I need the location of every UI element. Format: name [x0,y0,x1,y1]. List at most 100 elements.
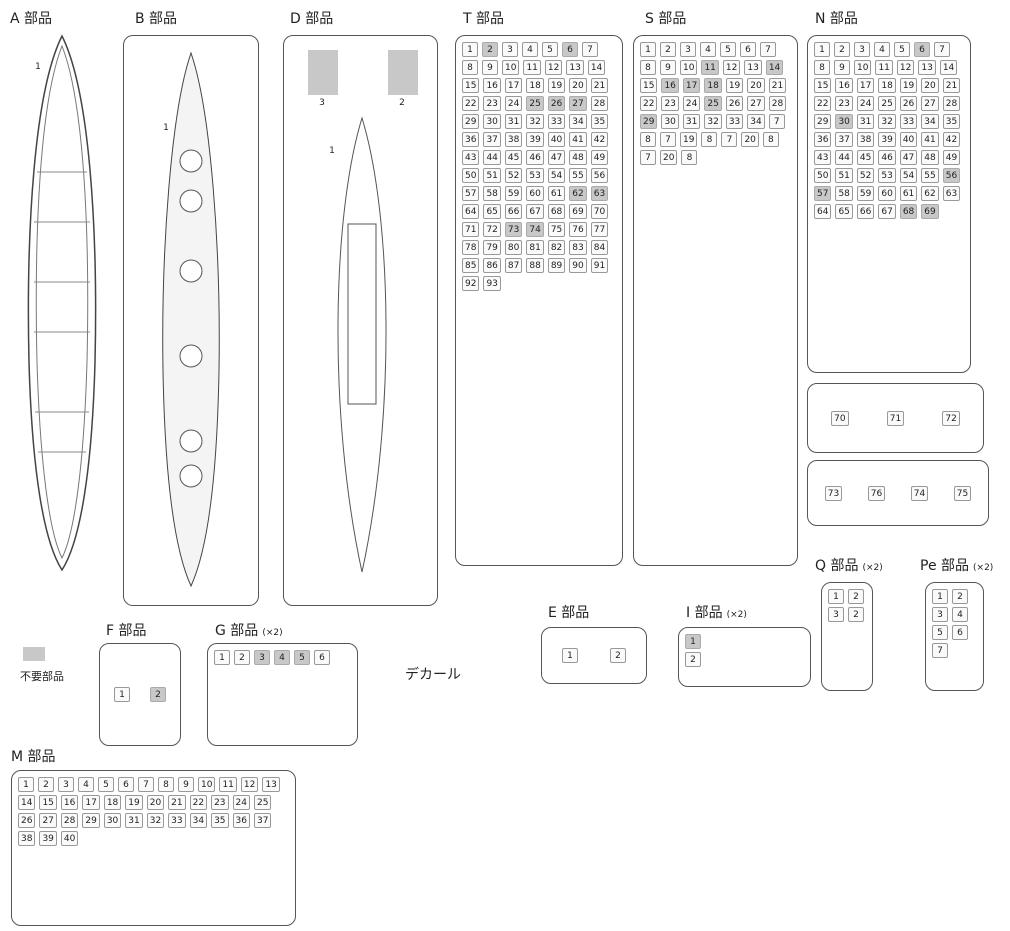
part-n-1: 1 [814,42,830,57]
part-n-65: 65 [835,204,853,219]
part-n-24: 24 [856,96,875,111]
deck-part-b1 [162,51,220,588]
part-t-72: 72 [483,222,501,237]
part-n-55: 55 [921,168,939,183]
part-m-32: 32 [146,813,165,828]
part-n-64: 64 [814,204,832,219]
part-t-38: 38 [504,132,523,147]
part-t-34: 34 [569,114,587,129]
part-n-39: 39 [878,132,896,147]
part-n-26: 26 [899,96,918,111]
part-t-19: 19 [547,78,566,93]
part-s-3: 3 [680,42,696,57]
part-pe-3: 3 [932,607,948,622]
sprue-a-title: A 部品 [10,11,53,27]
part-m-21: 21 [168,795,186,810]
part-pe-4: 4 [952,607,968,622]
part-e-1: 1 [562,648,578,663]
part-m-37: 37 [253,813,272,828]
part-n-29: 29 [814,114,832,129]
part-m-1: 1 [18,777,34,792]
part-t-52: 52 [504,168,523,183]
part-n3-74: 74 [910,485,929,501]
part-m-29: 29 [82,813,100,828]
part-n-52: 52 [856,168,875,183]
part-t-82: 82 [547,240,566,255]
part-n-21: 21 [942,78,961,93]
part-m-36: 36 [232,813,250,828]
part-n-44: 44 [835,150,853,165]
part-t-44: 44 [483,150,501,165]
part-t-91: 91 [590,258,609,273]
part-m-11: 11 [219,777,237,792]
part-n-31: 31 [856,114,875,129]
part-t-69: 69 [569,204,587,219]
part-t-93: 93 [483,276,501,291]
part-pe-2: 2 [952,589,968,604]
part-t-61: 61 [547,186,566,201]
part-t-3: 3 [502,42,518,57]
part-n-68: 68 [899,204,918,219]
part-n-59: 59 [856,186,875,201]
part-n-47: 47 [899,150,918,165]
part-pe-5: 5 [932,625,948,640]
part-t-70: 70 [590,204,609,219]
part-q-1: 1 [828,589,844,604]
part-pe-6: 6 [952,625,968,640]
part-t-2: 2 [482,42,498,57]
part-b1-label: 1 [163,123,169,133]
part-n-4: 4 [874,42,890,57]
part-n3-75: 75 [953,485,972,501]
part-g-1: 1 [214,650,230,665]
part-m-30: 30 [103,813,122,828]
part-s-23: 23 [661,96,679,111]
part-t-32: 32 [526,114,544,129]
part-n-19: 19 [899,78,918,93]
part-n-32: 32 [878,114,896,129]
part-n-36: 36 [814,132,832,147]
part-t-10: 10 [502,60,520,75]
part-n-63: 63 [942,186,961,201]
part-t-12: 12 [544,60,563,75]
part-m-23: 23 [211,795,229,810]
part-t-11: 11 [523,60,541,75]
part-t-78: 78 [462,240,480,255]
part-n-53: 53 [878,168,896,183]
part-m-28: 28 [60,813,79,828]
part-m-20: 20 [146,795,165,810]
sprue-d-title: D 部品 [290,11,334,27]
part-s-11: 11 [701,60,719,75]
part-n-6: 6 [914,42,930,57]
part-n-12: 12 [896,60,915,75]
i-qty: (×2) [726,610,747,620]
part-m-6: 6 [118,777,134,792]
part-s-30: 30 [661,114,679,129]
sprue-m-title: M 部品 [11,749,56,765]
part-m-8: 8 [158,777,174,792]
part-n-7: 7 [934,42,950,57]
part-t-37: 37 [483,132,501,147]
part-t-41: 41 [569,132,587,147]
part-g-4: 4 [274,650,290,665]
part-s-16: 16 [661,78,679,93]
part-n-38: 38 [856,132,875,147]
part-n-35: 35 [942,114,961,129]
sprue-d: 3 2 1 [283,35,438,606]
hull-part-a1 [27,34,97,572]
part-q-3: 3 [828,607,844,622]
sprue-i-title: I 部品(×2) [686,602,747,622]
part-t-49: 49 [590,150,609,165]
part-n-11: 11 [875,60,893,75]
part-s-24: 24 [682,96,701,111]
part-s-7: 7 [660,132,676,147]
